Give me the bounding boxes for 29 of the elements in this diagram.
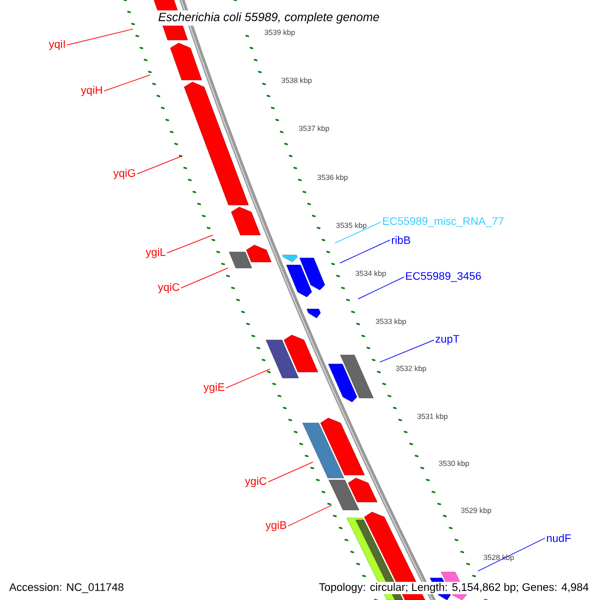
gene-label: yqiI	[48, 40, 65, 50]
gene-label: EC55989_3456	[406, 272, 481, 282]
leader-line	[66, 28, 134, 46]
gene-label: ygiB	[266, 520, 286, 532]
leader-line	[166, 234, 214, 254]
gene-label: yqiG	[113, 168, 135, 180]
gene-label: EC55989_misc_RNA_77	[383, 216, 504, 228]
gene-label: ygiL	[146, 248, 166, 258]
gene-label: ygiC	[244, 476, 266, 488]
gene-label: nudF	[546, 534, 571, 542]
leader-line	[334, 222, 382, 244]
leader-line	[180, 268, 228, 288]
leader-line	[136, 156, 182, 174]
leader-line	[288, 504, 332, 526]
genome-info-label: Topology: circular; Length: 5,154,862 bp; Genes: 4,984	[318, 582, 590, 594]
gene-label: ygiE	[204, 382, 224, 394]
leader-line	[478, 538, 546, 572]
leader-line	[226, 368, 270, 388]
gene-label: yqiH	[80, 86, 102, 96]
leader-line	[380, 340, 434, 362]
leader-line	[268, 462, 314, 482]
gene-label: zupT	[436, 335, 460, 345]
gene-label: ribB	[392, 236, 410, 244]
map-title: Escherichia coli 55989, complete genome	[156, 10, 382, 26]
leader-line	[104, 74, 150, 92]
gene-label: yqiC	[158, 282, 180, 294]
accession-label: Accession: NC_011748	[9, 582, 124, 594]
leader-line	[340, 240, 390, 264]
leader-line	[358, 276, 404, 300]
